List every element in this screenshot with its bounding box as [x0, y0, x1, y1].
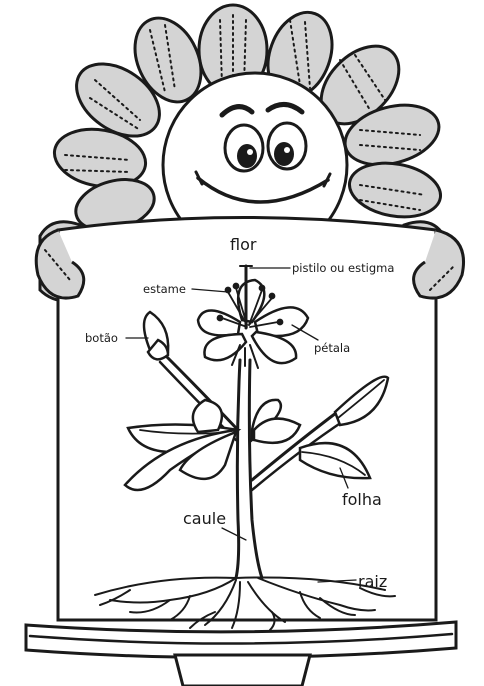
label-flor: flor [230, 235, 257, 254]
label-folha: folha [342, 490, 382, 509]
label-raiz: raiz [358, 572, 387, 591]
label-caule: caule [183, 509, 226, 528]
label-botao: botão [85, 331, 118, 345]
label-estame: estame [143, 282, 186, 296]
left-eye [225, 125, 263, 171]
label-pistilo: pistilo ou estigma [292, 261, 394, 275]
label-petala: pétala [314, 341, 350, 355]
right-eye [268, 123, 306, 169]
